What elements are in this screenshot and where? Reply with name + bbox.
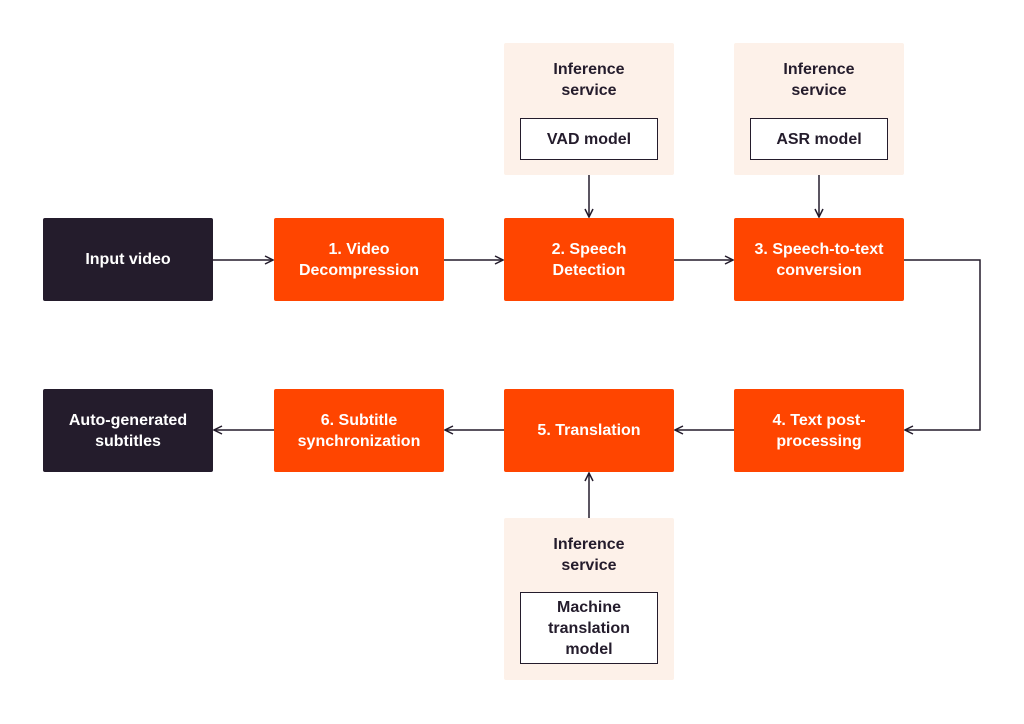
subtitle-synchronization-node: 6. Subtitle synchronization <box>274 389 444 472</box>
speech-to-text-node: 3. Speech-to-text conversion <box>734 218 904 301</box>
inference-service-vad-title: Inference service <box>553 61 625 99</box>
vad-model: VAD model <box>520 118 658 160</box>
inference-service-asr-title: Inference service <box>783 61 855 99</box>
inference-service-mt-title: Inference service <box>553 536 625 574</box>
translation-node: 5. Translation <box>504 389 674 472</box>
text-post-processing-node: 4. Text post- processing <box>734 389 904 472</box>
inference-service-asr: Inference service ASR model <box>734 43 904 175</box>
auto-generated-subtitles-node: Auto-generated subtitles <box>43 389 213 472</box>
input-video-node: Input video <box>43 218 213 301</box>
inference-service-mt: Inference service Machine translation mo… <box>504 518 674 680</box>
machine-translation-model: Machine translation model <box>520 592 658 664</box>
asr-model: ASR model <box>750 118 888 160</box>
video-decompression-node: 1. Video Decompression <box>274 218 444 301</box>
arrow-speech-to-text-to-post-processing <box>904 259 981 430</box>
inference-service-vad: Inference service VAD model <box>504 43 674 175</box>
speech-detection-node: 2. Speech Detection <box>504 218 674 301</box>
